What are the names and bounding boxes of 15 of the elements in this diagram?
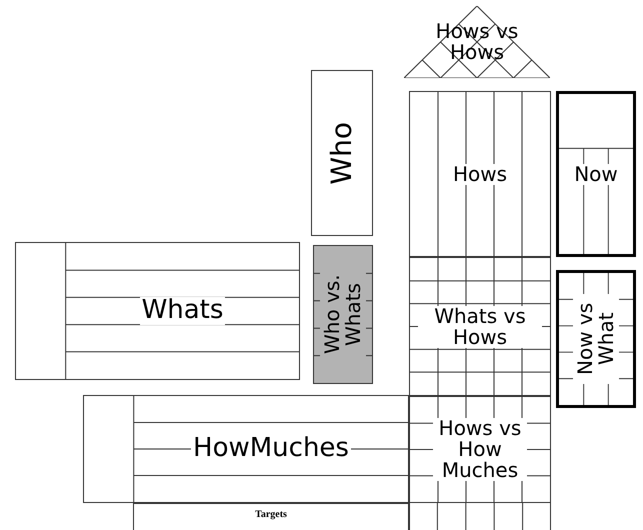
matrix-title: Whats vs Hows <box>418 306 542 348</box>
matrix-box <box>313 245 373 384</box>
matrix-box <box>311 70 373 236</box>
row-label: Targets <box>253 510 289 520</box>
matrix-box <box>409 396 551 503</box>
matrix-box <box>409 91 551 257</box>
matrix-title: Now vs What <box>573 294 619 384</box>
matrix-box <box>15 242 300 380</box>
matrix-box <box>133 503 409 530</box>
matrix-title: Whats <box>140 297 226 325</box>
matrix-box <box>556 91 636 257</box>
matrix-box <box>83 395 409 503</box>
matrix-box <box>556 270 636 408</box>
matrix-box <box>409 257 551 396</box>
matrix-title: Hows vs How Muches <box>433 418 527 481</box>
